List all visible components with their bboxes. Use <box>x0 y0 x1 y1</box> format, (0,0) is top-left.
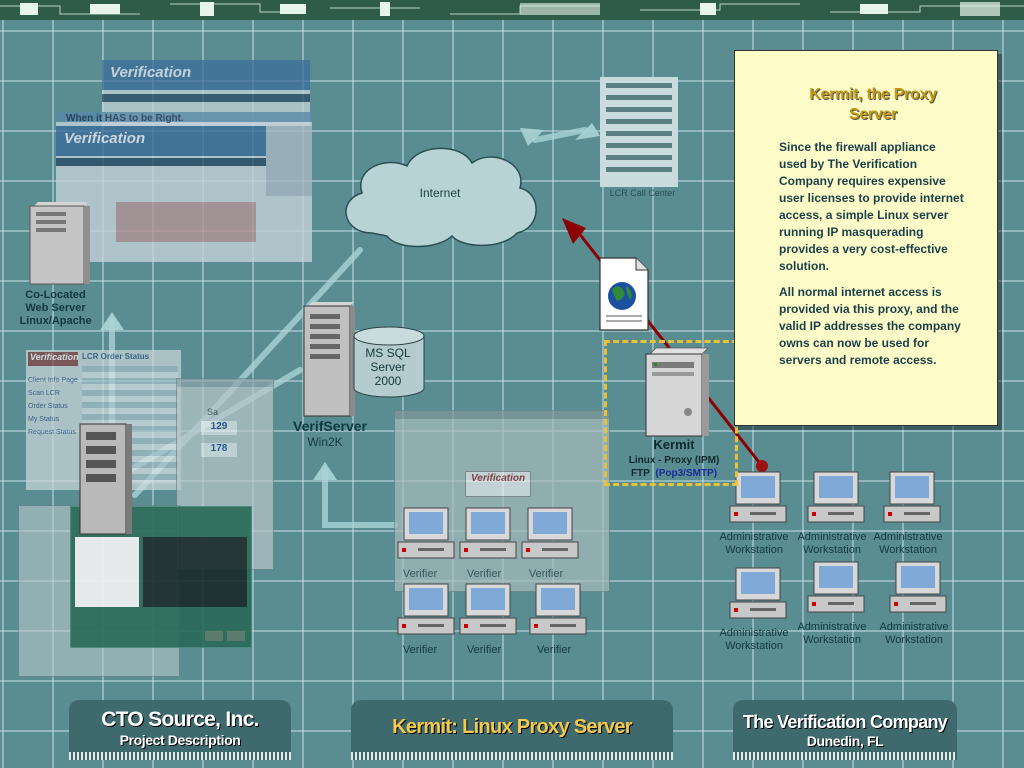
admin-label-5-line2: Workstation <box>803 634 861 646</box>
counts-label: Sa <box>207 407 219 417</box>
admin-label-3-line1: Administrative <box>873 531 943 543</box>
colocated-server-icon <box>29 202 90 285</box>
footer-left: CTO Source, Inc. Project Description <box>69 700 291 760</box>
sql-label: MS SQL Server 2000 <box>355 346 421 388</box>
kermit-line1: Linux - Proxy (IPM) <box>628 455 720 466</box>
count-a: 129 <box>201 421 237 435</box>
sql-line1: MS SQL <box>365 346 411 360</box>
callout-title-line1: Kermit, the Proxy <box>809 86 937 103</box>
verifserver-name: VerifServer <box>293 418 367 434</box>
callout-para-1: Since the firewall appliance used by The… <box>779 140 964 273</box>
callout-para-2: All normal internet access is provided v… <box>779 285 961 367</box>
footer-left-title: CTO Source, Inc. <box>101 708 259 731</box>
verifier-label-4: Verifier <box>402 644 438 656</box>
database-icon <box>353 326 425 398</box>
verifserver-icon <box>303 302 355 417</box>
admin-label-4-line2: Workstation <box>725 640 783 652</box>
count-b: 178 <box>201 443 237 457</box>
building-icon <box>600 77 678 187</box>
line-verifserver-to-verifiers <box>322 467 398 528</box>
footer-center-title: Kermit: Linux Proxy Server <box>392 716 632 738</box>
kermit-server-icon <box>645 347 709 437</box>
verifier-label-5: Verifier <box>466 644 502 656</box>
admin-label-3-line2: Workstation <box>879 544 937 556</box>
footer-right-title: The Verification Company <box>742 712 948 732</box>
admin-label-2-line1: Administrative <box>797 531 867 543</box>
colocated-label: Co-Located Web Server Linux/Apache <box>8 289 103 328</box>
kermit-ftp: FTP <box>630 468 650 479</box>
status-link-1[interactable]: Client Info Page <box>28 377 78 384</box>
callcenter-label: LCR Call Center <box>609 188 676 198</box>
rack-server-icon <box>79 423 132 535</box>
website-tagline: When it HAS to be Right. <box>66 113 184 124</box>
admin-label-6-line2: Workstation <box>885 634 943 646</box>
colocated-line2: Web Server <box>25 302 86 314</box>
callout-title-line2: Server <box>848 106 898 123</box>
colocated-line3: Linux/Apache <box>19 315 92 327</box>
status-link-4[interactable]: My Status <box>28 416 60 423</box>
verifier-label-1: Verifier <box>402 568 438 580</box>
verifier-app-logo: Verification <box>471 473 526 484</box>
admin-label-1-line2: Workstation <box>725 544 783 556</box>
internet-cloud-icon <box>345 147 537 248</box>
footer-right-ticks <box>733 752 957 760</box>
circuit-board-strip <box>0 0 1024 20</box>
web-document-icon <box>599 257 649 331</box>
admin-label-4-line1: Administrative <box>719 627 789 639</box>
footer-center: Kermit: Linux Proxy Server <box>351 700 673 760</box>
arrow-head-red <box>562 218 586 244</box>
admin-label-2-line2: Workstation <box>803 544 861 556</box>
internet-label: Internet <box>419 186 461 200</box>
status-link-3[interactable]: Order Status <box>28 403 68 410</box>
verifier-label-2: Verifier <box>466 568 502 580</box>
callout-title: Kermit, the Proxy Server <box>779 85 967 125</box>
status-link-5[interactable]: Request Status <box>28 429 76 436</box>
line-internet-to-callcenter <box>532 127 588 143</box>
kermit-ftp-proto: (Pop3/SMTP) <box>655 468 718 479</box>
status-app-links: Client Info Page Scan LCR Order Status M… <box>28 374 78 439</box>
admin-label-1-line1: Administrative <box>719 531 789 543</box>
footer-left-subtitle: Project Description <box>119 732 241 748</box>
callout-box: Kermit, the Proxy Server Since the firew… <box>734 50 998 426</box>
verifier-label-6: Verifier <box>536 644 572 656</box>
website-screenshot-front: When it HAS to be Right. Verification <box>56 112 312 262</box>
kermit-name: Kermit <box>653 437 695 452</box>
colocated-line1: Co-Located <box>25 289 86 301</box>
admin-label-6-line1: Administrative <box>879 621 949 633</box>
sql-line3: 2000 <box>374 374 402 388</box>
status-app-title: LCR Order Status <box>82 352 150 361</box>
footer-right-subtitle: Dunedin, FL <box>806 733 884 749</box>
website-logo-text-2: Verification <box>64 130 146 147</box>
footer-left-ticks <box>69 752 291 760</box>
arrow-head <box>100 312 124 330</box>
status-app-logo: Verification <box>28 352 79 366</box>
footer-center-ticks <box>351 752 673 760</box>
kermit-line2: FTP (Pop3/SMTP) <box>614 467 734 480</box>
connection-dot <box>756 460 768 472</box>
admin-label-5-line1: Administrative <box>797 621 867 633</box>
website-logo-text: Verification <box>110 64 192 81</box>
verifier-label-3: Verifier <box>528 568 564 580</box>
status-link-2[interactable]: Scan LCR <box>28 390 60 397</box>
verifserver-os: Win2K <box>307 435 343 449</box>
sql-line2: Server <box>370 360 406 374</box>
footer-right: The Verification Company Dunedin, FL <box>733 700 957 760</box>
